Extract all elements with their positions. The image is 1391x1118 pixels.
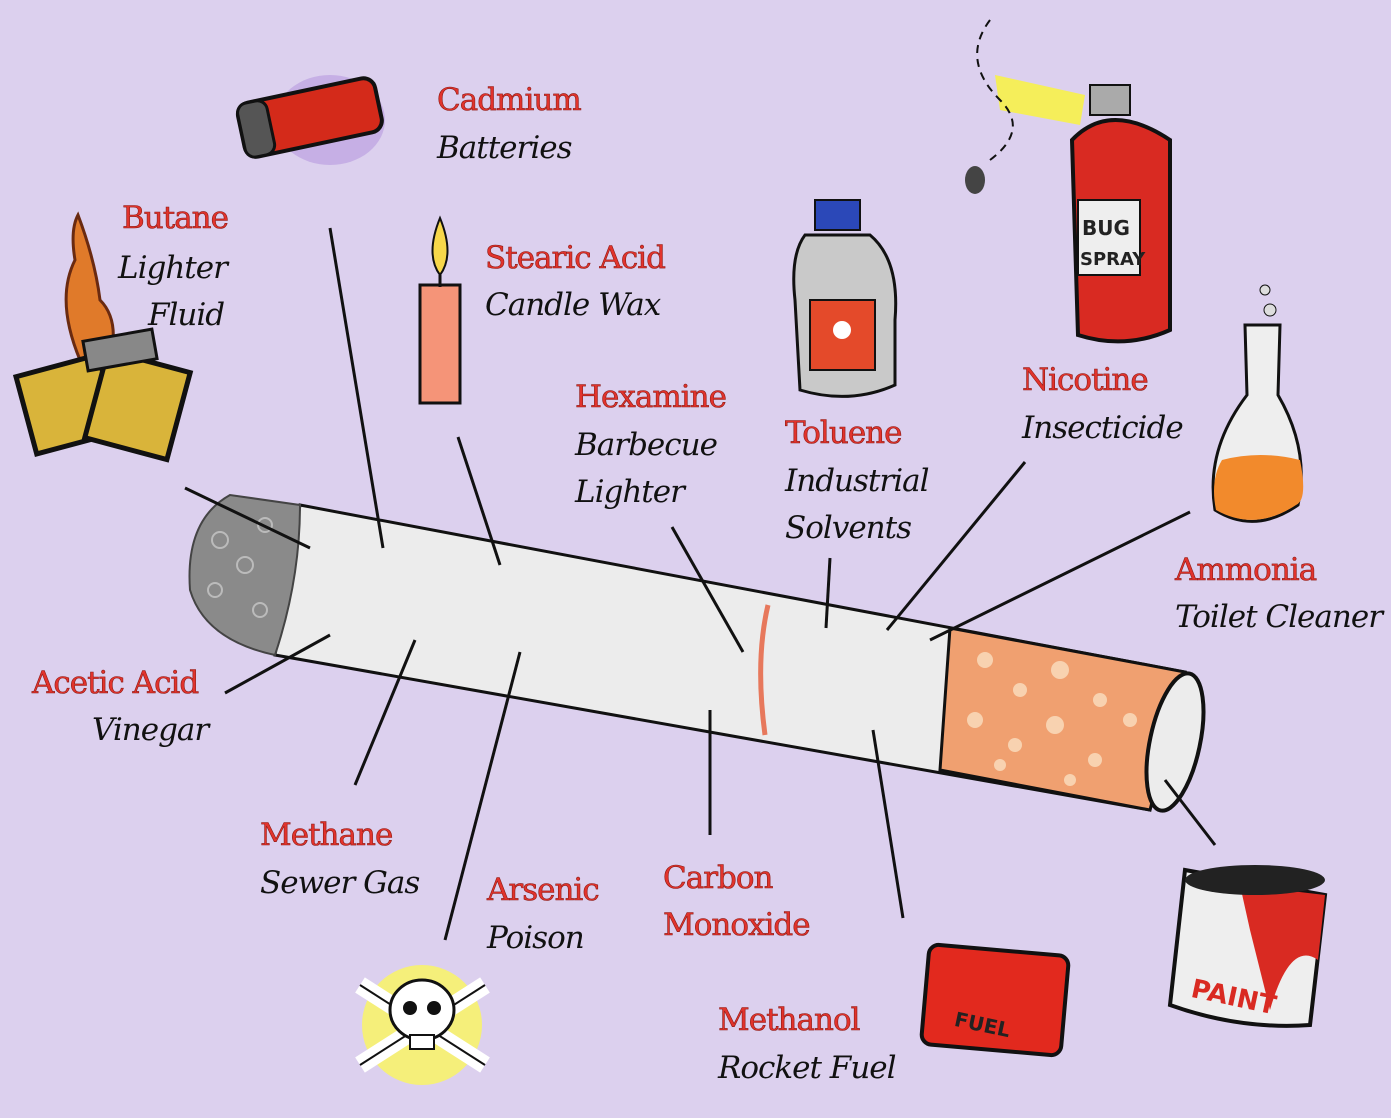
chemical-label: Carbon bbox=[663, 860, 774, 896]
candle-icon bbox=[418, 215, 462, 405]
use-label: Vinegar bbox=[92, 712, 211, 748]
lighter-icon bbox=[12, 211, 194, 463]
chemical-label: Monoxide bbox=[663, 907, 810, 943]
use-label: Lighter bbox=[117, 250, 230, 286]
skull-crossbones-icon bbox=[355, 965, 490, 1085]
use-label: Candle Wax bbox=[485, 287, 662, 323]
cigarette-band bbox=[758, 604, 771, 736]
bug-spray-text: SPRAY bbox=[1080, 249, 1146, 270]
filter-end bbox=[1144, 671, 1206, 813]
chemical-label: Stearic Acid bbox=[485, 240, 665, 276]
chemical-label: Cadmium bbox=[437, 82, 581, 118]
use-label: Rocket Fuel bbox=[717, 1050, 896, 1086]
chemical-label: Acetic Acid bbox=[31, 665, 198, 701]
use-label: Poison bbox=[486, 920, 584, 956]
leader-lines bbox=[184, 227, 1217, 941]
chemical-label: Methane bbox=[260, 817, 392, 853]
bug-spray-text: BUG bbox=[1082, 216, 1130, 240]
use-label: Barbecue bbox=[574, 427, 717, 463]
use-label: Toilet Cleaner bbox=[1175, 599, 1385, 635]
labels: Cadmium Batteries Butane Lighter Fluid S… bbox=[31, 82, 1386, 1086]
bug-spray-icon: BUG SPRAY bbox=[965, 19, 1172, 344]
fuel-can-icon: FUEL bbox=[919, 942, 1071, 1058]
paint-can-icon: PAINT bbox=[1167, 865, 1328, 1028]
chemical-label: Methanol bbox=[718, 1002, 860, 1038]
use-label: Insecticide bbox=[1021, 410, 1183, 446]
use-label: Fluid bbox=[147, 297, 224, 333]
ash-tip bbox=[188, 493, 302, 657]
use-label: Lighter bbox=[574, 474, 687, 510]
flask-icon bbox=[1211, 284, 1304, 523]
use-label: Sewer Gas bbox=[260, 865, 419, 901]
battery-icon bbox=[235, 75, 385, 165]
use-label: Batteries bbox=[436, 130, 572, 166]
cigarette bbox=[188, 493, 1206, 813]
chemical-label: Hexamine bbox=[575, 379, 726, 415]
chemical-label: Arsenic bbox=[486, 872, 599, 908]
solvent-bottle-icon bbox=[792, 199, 898, 398]
chemical-label: Nicotine bbox=[1022, 362, 1148, 398]
chemical-label: Ammonia bbox=[1174, 552, 1317, 588]
use-label: Industrial bbox=[784, 463, 929, 499]
chemical-label: Toluene bbox=[785, 415, 901, 451]
use-label: Solvents bbox=[785, 510, 911, 546]
filter-speckles bbox=[967, 652, 1137, 786]
chemical-label: Butane bbox=[122, 200, 228, 236]
